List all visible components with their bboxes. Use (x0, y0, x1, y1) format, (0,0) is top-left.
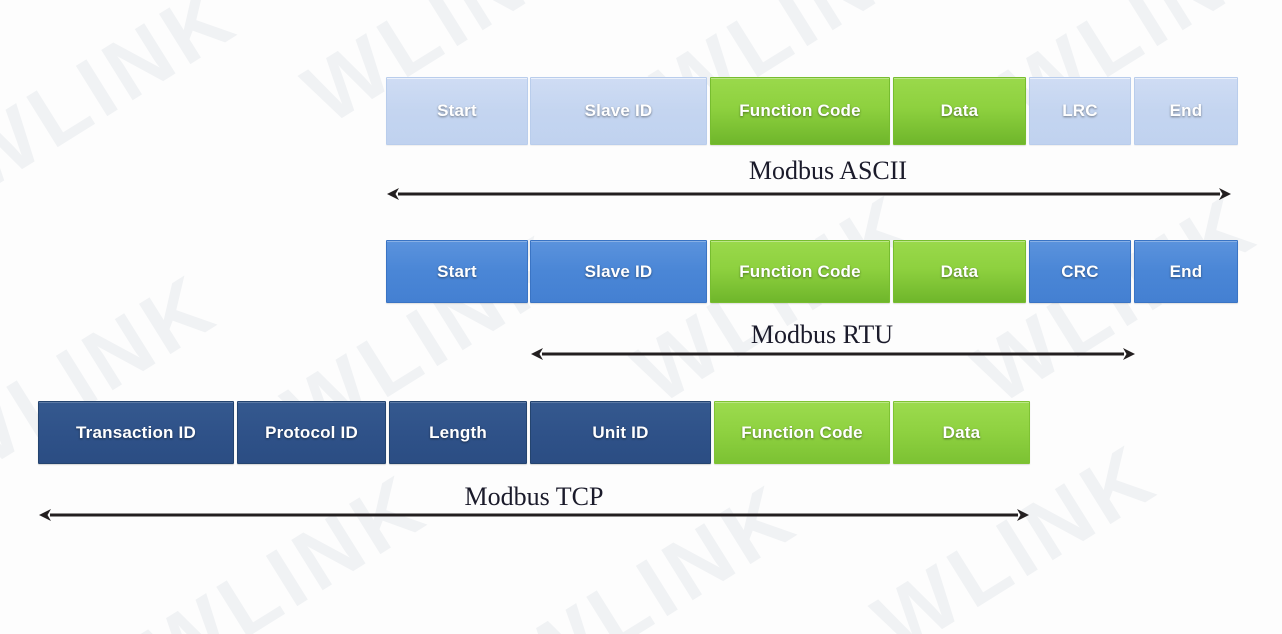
watermark-text: WLINK (127, 455, 444, 634)
frame-block-start[interactable]: Start (386, 240, 528, 303)
row-caption-modbus-tcp: Modbus TCP (464, 482, 604, 511)
frame-block-protocol-id[interactable]: Protocol ID (237, 401, 386, 464)
frame-block-function-code[interactable]: Function Code (710, 240, 890, 303)
frame-block-data[interactable]: Data (893, 401, 1030, 464)
frame-block-data[interactable]: Data (893, 240, 1026, 303)
row-caption-modbus-ascii: Modbus ASCII (748, 156, 908, 185)
frame-block-end[interactable]: End (1134, 77, 1238, 145)
frame-row-modbus-ascii: Start Slave ID Function Code Data LRC En… (0, 77, 1282, 145)
frame-block-data[interactable]: Data (893, 77, 1026, 145)
span-arrow-modbus-ascii (387, 188, 1231, 200)
frame-block-lrc[interactable]: LRC (1029, 77, 1131, 145)
frame-block-slave-id[interactable]: Slave ID (530, 240, 707, 303)
frame-row-modbus-rtu: Start Slave ID Function Code Data CRC En… (0, 240, 1282, 303)
span-arrow-modbus-tcp (39, 509, 1029, 521)
frame-block-length[interactable]: Length (389, 401, 527, 464)
frame-row-modbus-tcp: Transaction ID Protocol ID Length Unit I… (0, 401, 1282, 464)
frame-block-slave-id[interactable]: Slave ID (530, 77, 707, 145)
frame-block-function-code[interactable]: Function Code (710, 77, 890, 145)
span-arrow-modbus-rtu (531, 348, 1135, 360)
frame-block-transaction-id[interactable]: Transaction ID (38, 401, 234, 464)
frame-block-end[interactable]: End (1134, 240, 1238, 303)
frame-block-crc[interactable]: CRC (1029, 240, 1131, 303)
frame-block-function-code[interactable]: Function Code (714, 401, 890, 464)
frame-block-unit-id[interactable]: Unit ID (530, 401, 711, 464)
frame-block-start[interactable]: Start (386, 77, 528, 145)
row-caption-modbus-rtu: Modbus RTU (750, 320, 894, 349)
